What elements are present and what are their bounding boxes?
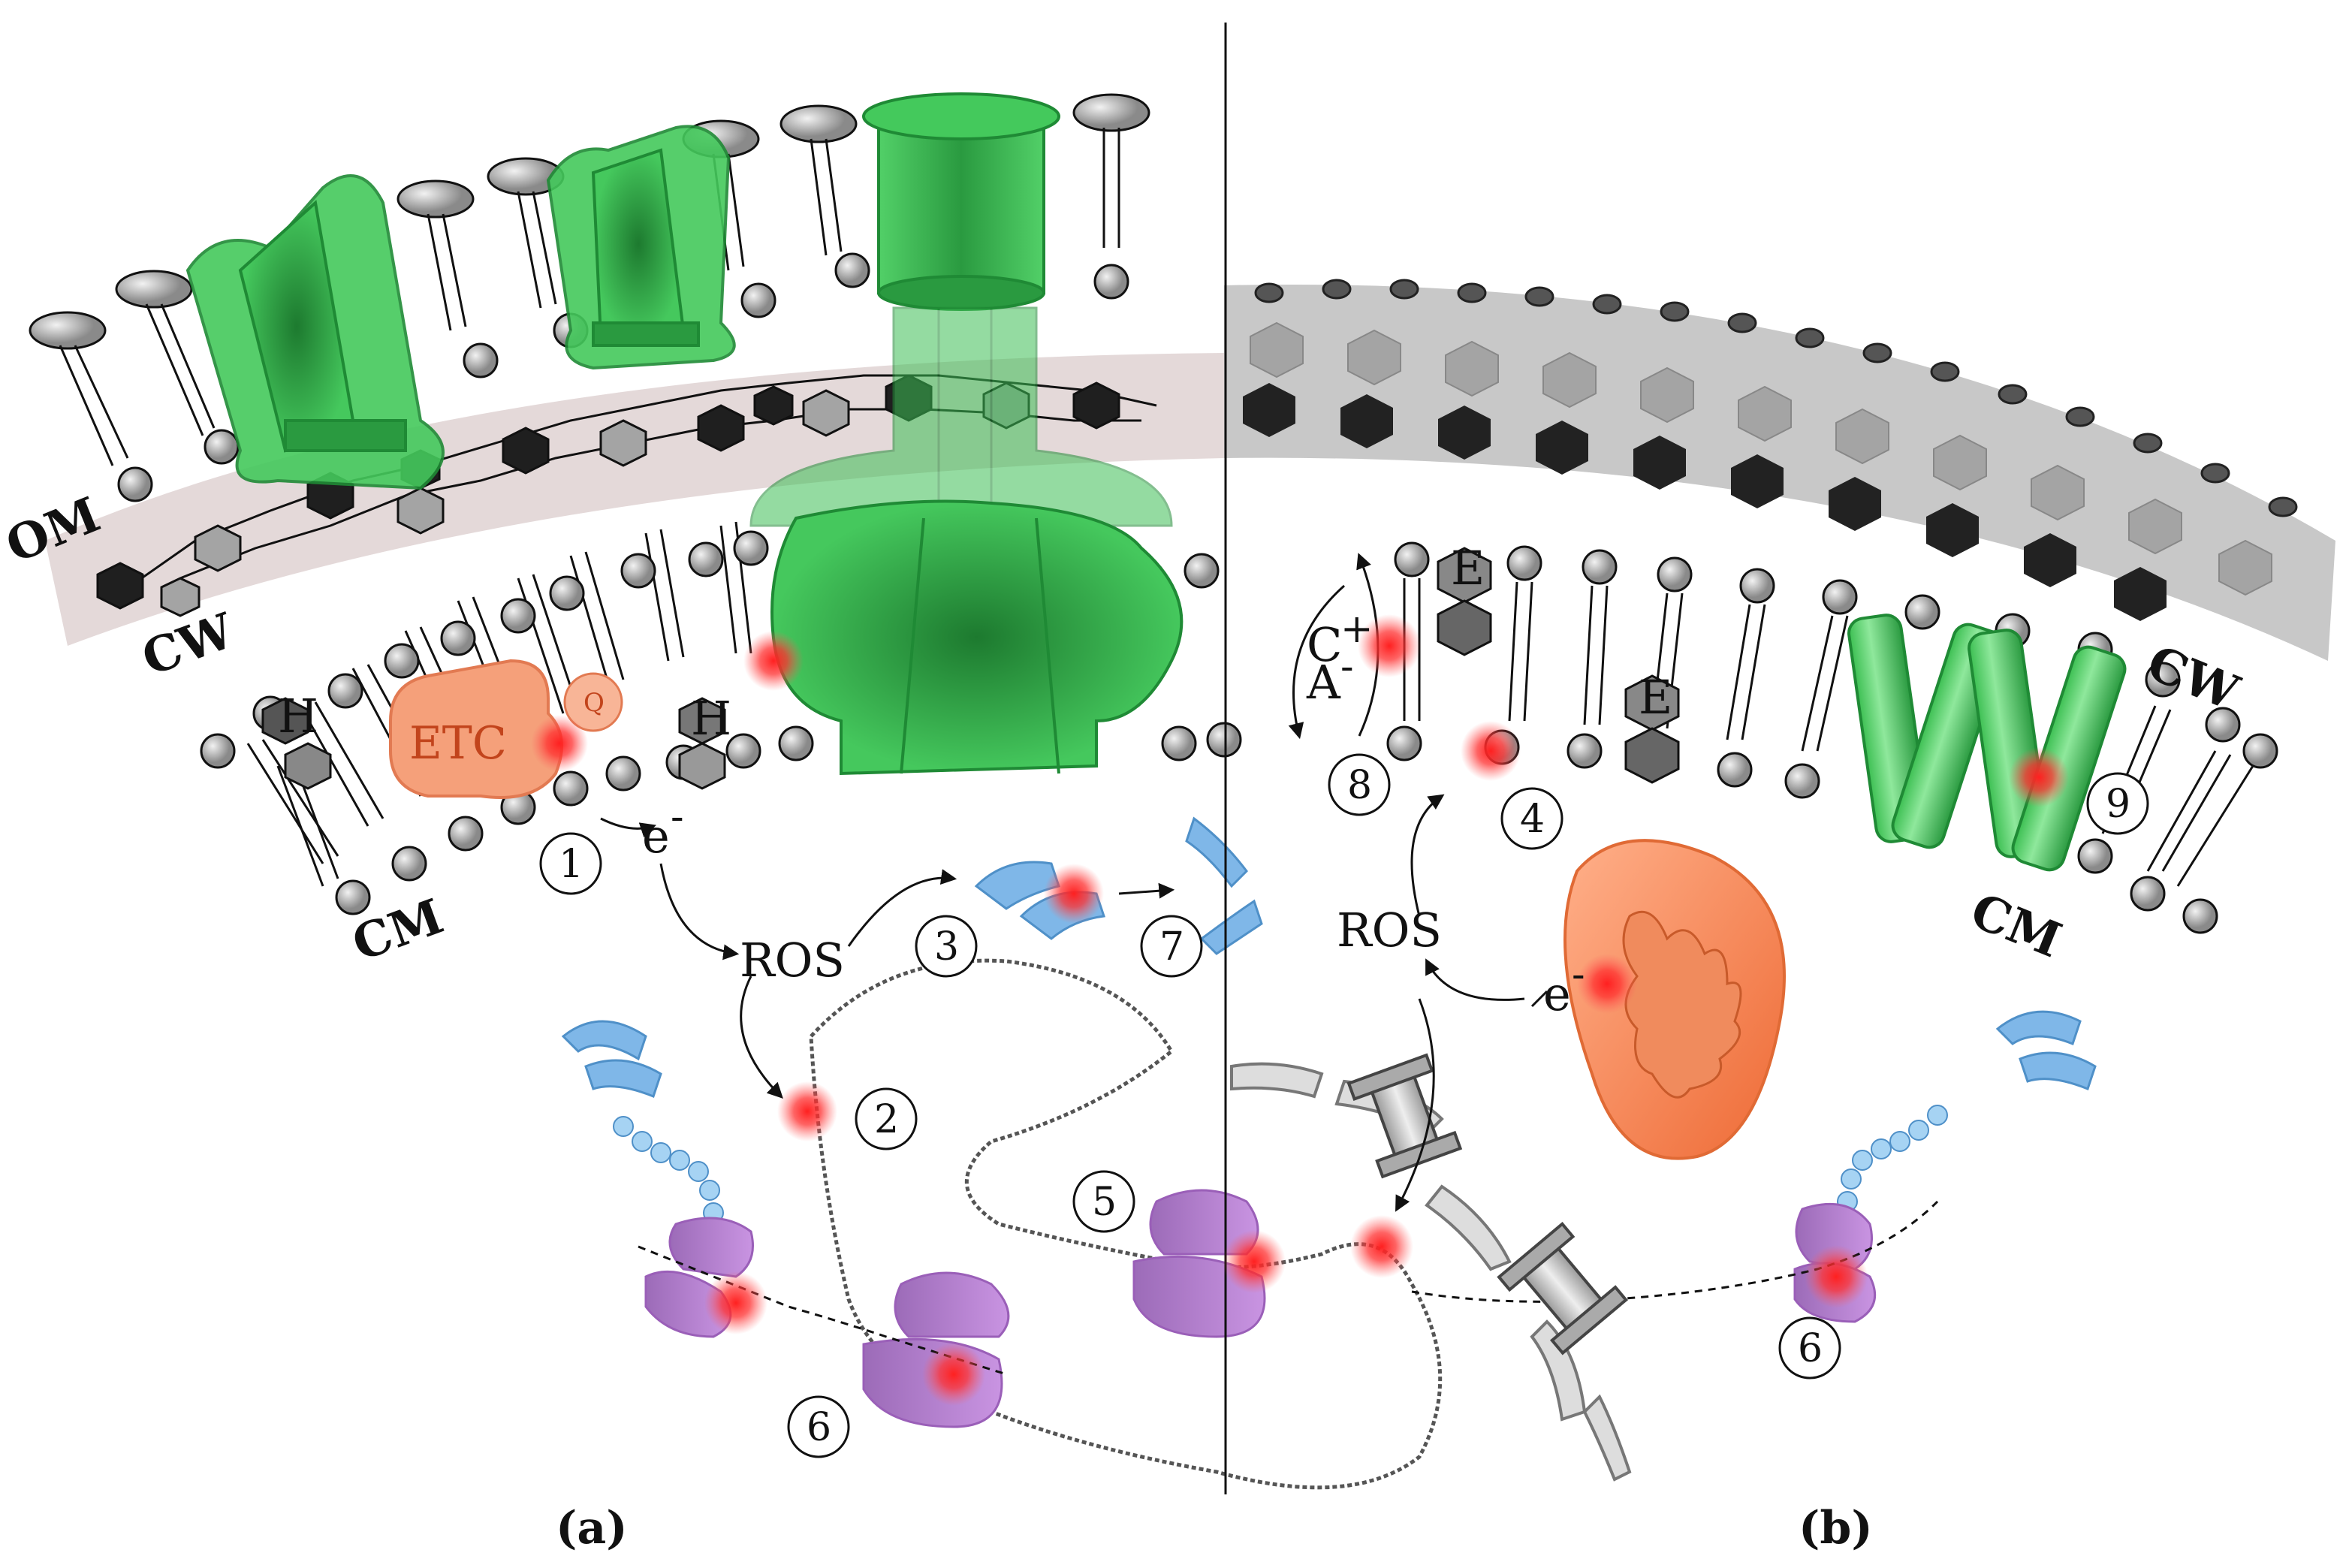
electron-label-left: e [642, 809, 670, 864]
nascent-chain-beads-left [613, 1116, 724, 1246]
protein-peptide-fragment [1185, 816, 1263, 955]
mrna-strand-left [638, 1245, 1007, 1376]
marker-label: 5 [1092, 1180, 1117, 1225]
anion-label: A [1306, 655, 1341, 710]
marker-4 [1500, 787, 1563, 850]
marker-8 [1328, 753, 1391, 816]
efflux-pump-inner-transporter [770, 499, 1184, 776]
electron-charge-right: - [1572, 952, 1585, 997]
electron-transfer-arrow [1530, 990, 1548, 1008]
protein-peptide-2 [561, 1020, 662, 1098]
cytoplasmic-membrane-label-right: CM [1963, 882, 2069, 969]
marker-3 [915, 915, 978, 978]
molecule-e-2: E [1624, 670, 1680, 784]
molecule-e-1: E [1437, 541, 1492, 656]
ros-label-right: ROS [1337, 903, 1442, 957]
marker-6b [1778, 1316, 1841, 1380]
electron-charge-left: - [671, 795, 684, 840]
channel-protein-1 [1346, 1053, 1463, 1179]
efflux-pump-outer-channel [862, 92, 1060, 311]
e-label: E [1639, 670, 1672, 725]
e-label: E [1451, 541, 1485, 596]
anion-charge: - [1340, 644, 1354, 689]
marker-label: 1 [559, 842, 583, 887]
h-label: H [691, 691, 731, 746]
cytoplasmic-membrane-left [200, 521, 1242, 915]
electron-label-right: e [1543, 966, 1571, 1021]
cation-charge: + [1340, 607, 1374, 652]
efflux-pump-periplasmic-adaptor [749, 306, 1173, 527]
marker-label: 8 [1347, 763, 1372, 808]
outer-membrane-porin-1 [185, 174, 445, 490]
channel-protein-2 [1497, 1222, 1629, 1355]
marker-label: 6 [807, 1405, 831, 1450]
etc-label: ETC [409, 717, 507, 770]
marker-label: 3 [934, 924, 959, 969]
hydrophobic-molecule-h-2: H [678, 691, 731, 790]
marker-2 [855, 1087, 918, 1150]
reaction-arrows [600, 553, 1525, 1212]
panel-label-b: (b) [1799, 1502, 1873, 1554]
oxidative-damage-sites [531, 614, 2069, 1406]
marker-6a [787, 1395, 850, 1458]
marker-7 [1140, 915, 1203, 978]
mitochondrion [1563, 839, 1786, 1160]
numbered-markers [539, 753, 2149, 1458]
numbered-marker-labels: 1 2 3 4 5 6 6 7 8 9 [559, 763, 2130, 1450]
membrane-protein-helices [1847, 614, 2127, 872]
outer-membrane-porin-2 [546, 125, 736, 370]
electron-transport-chain: ETC Q [389, 659, 623, 799]
h-label: H [278, 689, 318, 743]
peptidoglycan-layer-right [1243, 279, 2298, 621]
marker-label: 4 [1520, 797, 1545, 842]
cation-label: C [1307, 617, 1342, 672]
marker-label: 9 [2106, 782, 2130, 827]
marker-label: 6 [1798, 1326, 1823, 1371]
hydrophobic-molecule-h-1: H [261, 689, 332, 790]
teichoic-acids [1254, 279, 2298, 517]
marker-5 [1072, 1170, 1135, 1233]
panel-label-a: (a) [556, 1502, 628, 1554]
ros-label-left: ROS [740, 933, 845, 988]
marker-label: 2 [874, 1097, 899, 1142]
protein-peptide-3 [1995, 1010, 2097, 1090]
marker-9 [2086, 772, 2149, 835]
cell-wall-label-right: CW [2139, 635, 2247, 722]
quinone-label: Q [583, 688, 605, 718]
marker-label: 7 [1159, 924, 1184, 969]
marker-1 [539, 832, 602, 895]
